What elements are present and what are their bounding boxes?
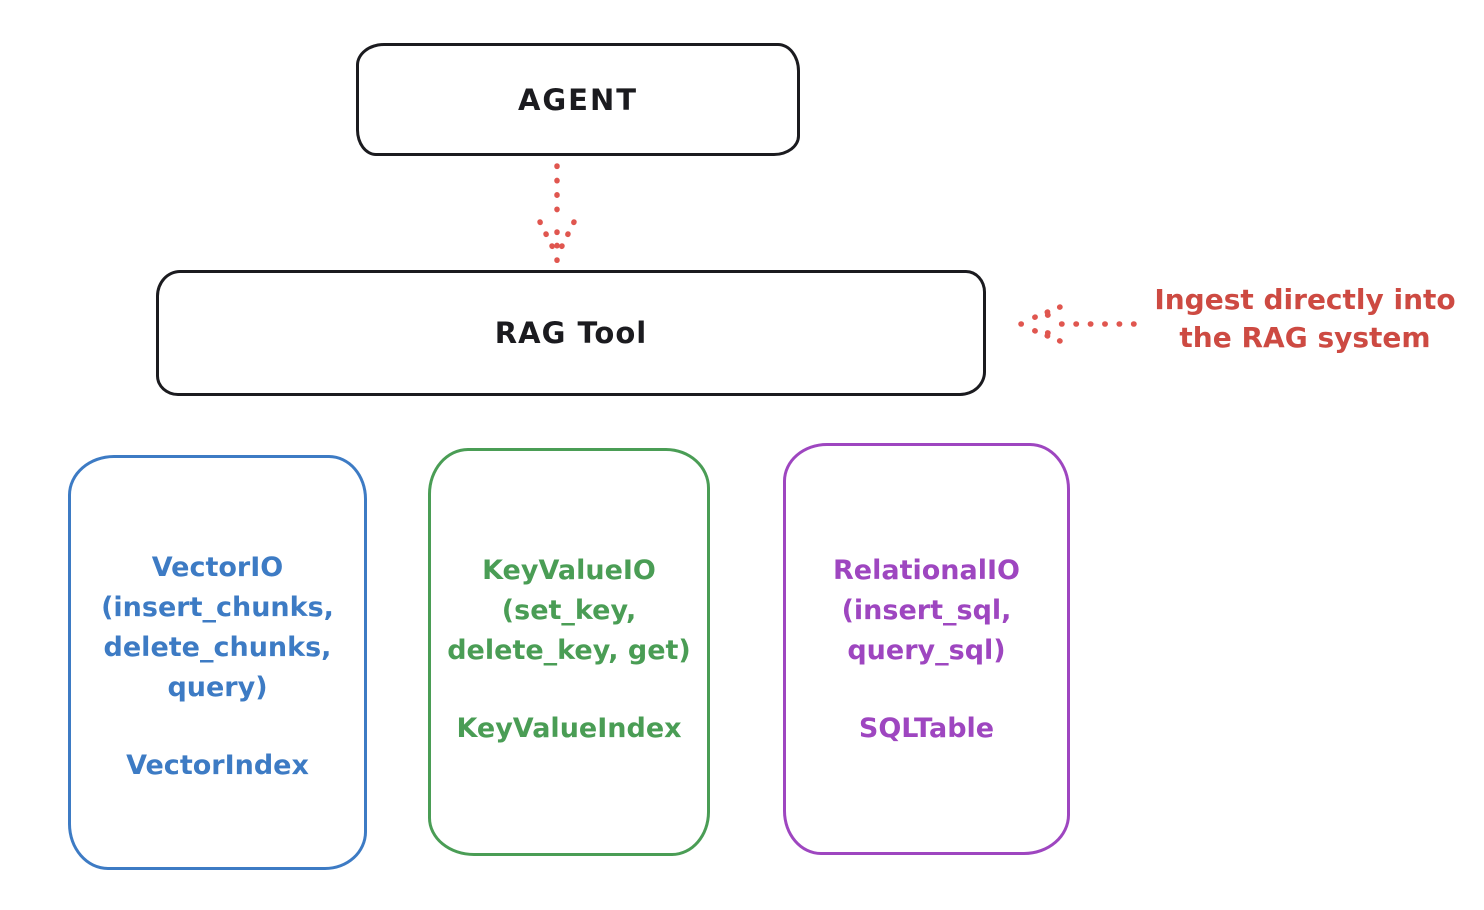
vector-io-method-line1: (insert_chunks, <box>101 592 334 623</box>
ingest-annotation: Ingest directly into the RAG system <box>1130 281 1480 357</box>
sql-table-label: SQLTable <box>858 713 995 744</box>
vector-io-node[interactable]: VectorIO (insert_chunks, delete_chunks, … <box>68 455 367 870</box>
agent-to-rag-arrow-icon <box>537 163 577 264</box>
keyvalue-io-node[interactable]: KeyValueIO (set_key, delete_key, get) Ke… <box>428 448 710 856</box>
keyvalue-io-title: KeyValueIO <box>482 555 656 586</box>
relational-io-title: RelationalIO <box>833 555 1020 586</box>
vector-io-title: VectorIO <box>151 552 284 583</box>
agent-node[interactable]: AGENT <box>356 43 800 156</box>
ingest-arrow-icon <box>1018 304 1137 344</box>
relational-io-node[interactable]: RelationalIO (insert_sql, query_sql) SQL… <box>783 443 1070 855</box>
ingest-annotation-line2: the RAG system <box>1179 321 1431 354</box>
relational-io-method-line2: query_sql) <box>847 635 1006 666</box>
relational-io-method-line1: (insert_sql, <box>841 595 1012 626</box>
rag-tool-node[interactable]: RAG Tool <box>156 270 986 396</box>
agent-label: AGENT <box>517 82 639 117</box>
keyvalue-io-method-line1: (set_key, <box>501 595 637 626</box>
vector-index-label: VectorIndex <box>126 750 309 781</box>
vector-io-method-line3: query) <box>167 672 268 703</box>
vector-io-method-line2: delete_chunks, <box>103 632 332 663</box>
rag-tool-label: RAG Tool <box>494 316 648 350</box>
ingest-annotation-line1: Ingest directly into <box>1154 283 1456 316</box>
keyvalue-io-method-line2: delete_key, get) <box>447 635 691 666</box>
keyvalue-index-label: KeyValueIndex <box>456 713 682 744</box>
